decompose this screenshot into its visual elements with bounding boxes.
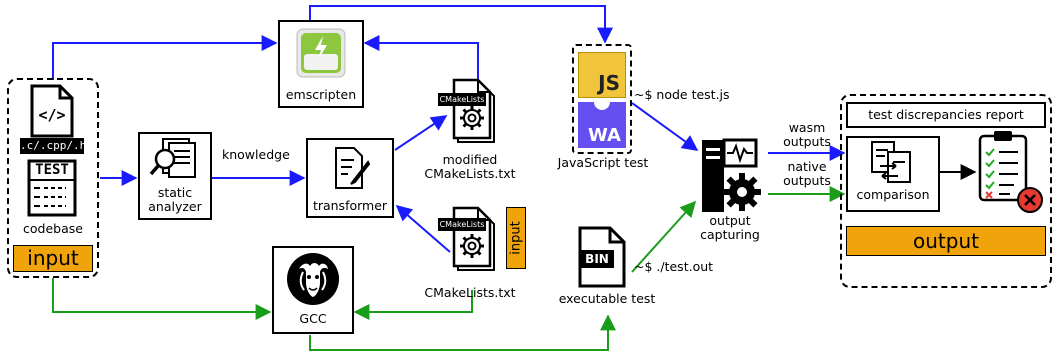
arrow-input-to-emscripten [52,35,278,80]
comparison-label: comparison [856,187,930,202]
cmake-file-icon [452,206,495,271]
cmake-tag: CMakeLists [438,218,486,231]
cmake-input-label: input [506,207,526,269]
bin-badge: BIN [585,252,609,266]
js-badge: JS [598,71,620,95]
document-search-icon [149,138,196,178]
wa-badge-box: WA [578,102,626,148]
arrow-exetest-to-capturing [631,200,697,273]
exe-test-command: ~$ ./test.out [634,259,714,274]
modified-cmake-label: modified CMakeLists.txt [424,152,516,181]
js-test-label: JavaScript test [557,155,649,170]
gcc-label: GCC [299,311,327,326]
cmake-input-text: input [508,221,524,255]
js-test-panel [572,44,632,154]
knowledge-label: knowledge [222,147,290,162]
modified-cmake-tag: CMakeLists [438,93,486,106]
js-test-command: ~$ node test.js [634,87,730,102]
arrow-modified-cmake-to-emscripten [363,35,479,80]
emscripten-logo-icon [296,28,346,78]
transformer-label: transformer [312,198,388,213]
arrow-jstest-to-capturing [631,102,699,151]
output-panel [840,94,1052,288]
arrow-emscripten-to-jstest [309,5,613,44]
svg-text:</>: </> [38,106,65,124]
bin-file-icon [578,226,626,288]
code-file-icon: </> [30,84,74,138]
file-type-badge: .c/.cpp/.h [20,138,87,154]
arrow-cmake-to-gcc [353,290,473,320]
modified-cmake-file-icon [452,78,495,143]
arrow-cmake-to-transformer [395,204,451,253]
cmake-label: CMakeLists.txt [424,285,516,300]
arrow-gcc-to-exetest [309,314,616,351]
js-badge-box: JS [578,52,626,98]
output-capturing-label: output capturing [700,213,760,242]
emscripten-label: emscripten [285,87,357,102]
server-gear-icon [702,138,761,212]
compare-documents-icon [871,141,911,183]
input-label: input [13,245,93,272]
wasm-outputs-label: wasm outputs [783,120,831,149]
arrow-transformer-to-modified-cmake [394,115,448,151]
native-outputs-label: native outputs [783,159,831,188]
input-panel [7,78,99,278]
test-badge: TEST [35,162,69,178]
codebase-label: codebase [23,221,83,236]
report-title: test discrepancies report [846,102,1046,128]
wa-notch-icon [594,102,610,110]
gnu-logo-icon [287,253,339,305]
arrow-input-to-gcc [52,278,272,320]
test-file-icon [27,159,77,217]
document-edit-icon [335,147,371,189]
output-label: output [846,226,1046,256]
wa-badge: WA [588,125,621,146]
exe-test-label: executable test [558,291,656,306]
static-analyzer-label: static analyzer [148,185,202,214]
checklist-error-icon [978,131,1043,213]
